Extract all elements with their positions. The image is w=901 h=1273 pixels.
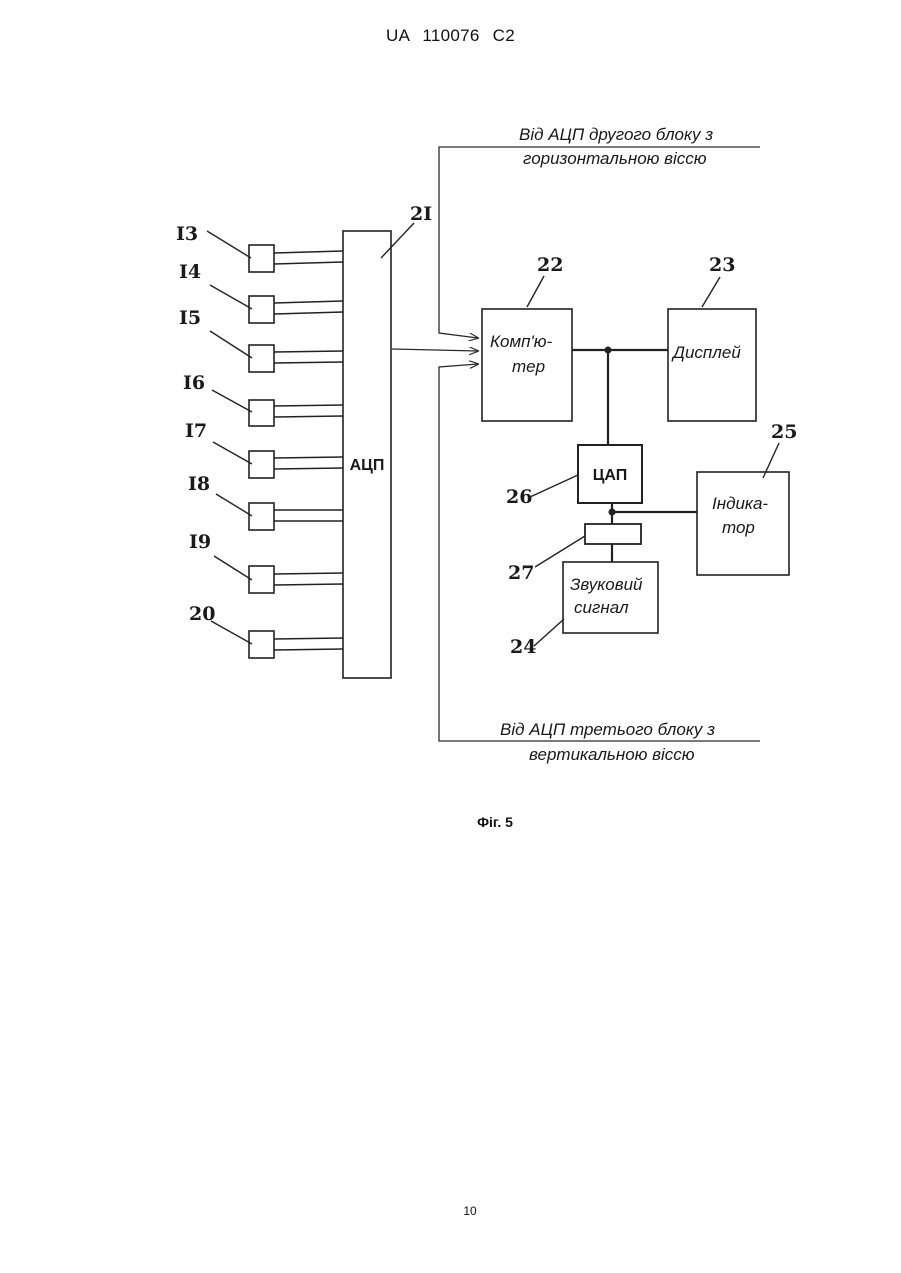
dac-ref: 26 bbox=[506, 486, 532, 508]
top-input-note-line1: Від АЦП другого блоку з bbox=[519, 125, 713, 144]
figure-caption: Фіг. 5 bbox=[0, 814, 901, 830]
switch-ref: 27 bbox=[508, 562, 534, 584]
sensor-label: I9 bbox=[189, 531, 211, 553]
display-block bbox=[668, 309, 756, 421]
adc-label: АЦП bbox=[350, 457, 385, 474]
display-ref: 23 bbox=[709, 254, 735, 276]
adc-ref: 2I bbox=[410, 203, 432, 225]
computer-label-line1: Комп'ю- bbox=[490, 332, 553, 351]
bottom-input-note-line2: вертикальною віссю bbox=[529, 745, 695, 764]
computer-ref: 22 bbox=[537, 254, 563, 276]
page-number: 10 bbox=[0, 1204, 901, 1218]
sensor-19: I9 bbox=[189, 531, 343, 593]
sensor-18: I8 bbox=[188, 473, 343, 530]
computer-label-line2: тер bbox=[512, 357, 545, 376]
display-label: Дисплей bbox=[671, 343, 741, 362]
sensor-label: 20 bbox=[189, 603, 215, 625]
sensor-label: I8 bbox=[188, 473, 210, 495]
sensor-group: I3 I4 I5 I6 I7 bbox=[176, 223, 343, 658]
adc-to-computer-line bbox=[392, 349, 478, 351]
sensor-label: I7 bbox=[185, 420, 207, 442]
sound-signal-label-line2: сигнал bbox=[574, 598, 629, 617]
adc-block bbox=[343, 231, 391, 678]
indicator-label-line2: тор bbox=[722, 518, 755, 537]
sound-signal-label-line1: Звуковий bbox=[570, 575, 643, 594]
top-input-note-line2: горизонтальною віссю bbox=[523, 149, 707, 168]
sensor-16: I6 bbox=[183, 372, 343, 426]
indicator-ref: 25 bbox=[771, 421, 797, 443]
sensor-label: I4 bbox=[179, 261, 201, 283]
sensor-label: I5 bbox=[179, 307, 201, 329]
switch-block bbox=[585, 524, 641, 544]
bottom-input-note-line1: Від АЦП третього блоку з bbox=[500, 720, 715, 739]
sensor-20: 20 bbox=[189, 603, 343, 658]
sensor-label: I3 bbox=[176, 223, 198, 245]
indicator-label-line1: Індика- bbox=[712, 494, 768, 513]
sensor-17: I7 bbox=[185, 420, 343, 478]
dac-label: ЦАП bbox=[593, 467, 628, 484]
sensor-label: I6 bbox=[183, 372, 205, 394]
sound-signal-ref: 24 bbox=[510, 636, 536, 658]
